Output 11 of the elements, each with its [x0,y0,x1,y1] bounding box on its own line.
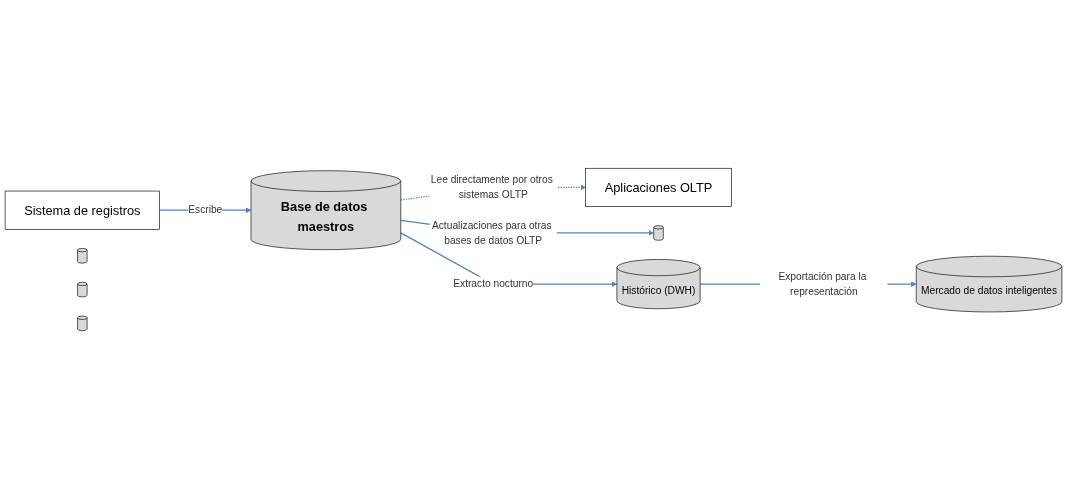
edge-label: Exportación para la representación [778,270,867,297]
node-cylinder [77,281,88,298]
edge-label: Actualizaciones para otras bases de datos OLTP [431,219,552,246]
node-cylinder [653,225,664,241]
edge-label: Extracto nocturno [453,278,534,290]
node-box: Sistema de registros [4,190,160,230]
node-box: Aplicaciones OLTP [585,167,732,207]
node-cylinder [77,315,88,332]
node-cylinder [77,248,88,264]
edge-label: Lee directamente por otros sistemas OLTP [430,174,553,201]
edge-label: Escribe [188,204,223,216]
